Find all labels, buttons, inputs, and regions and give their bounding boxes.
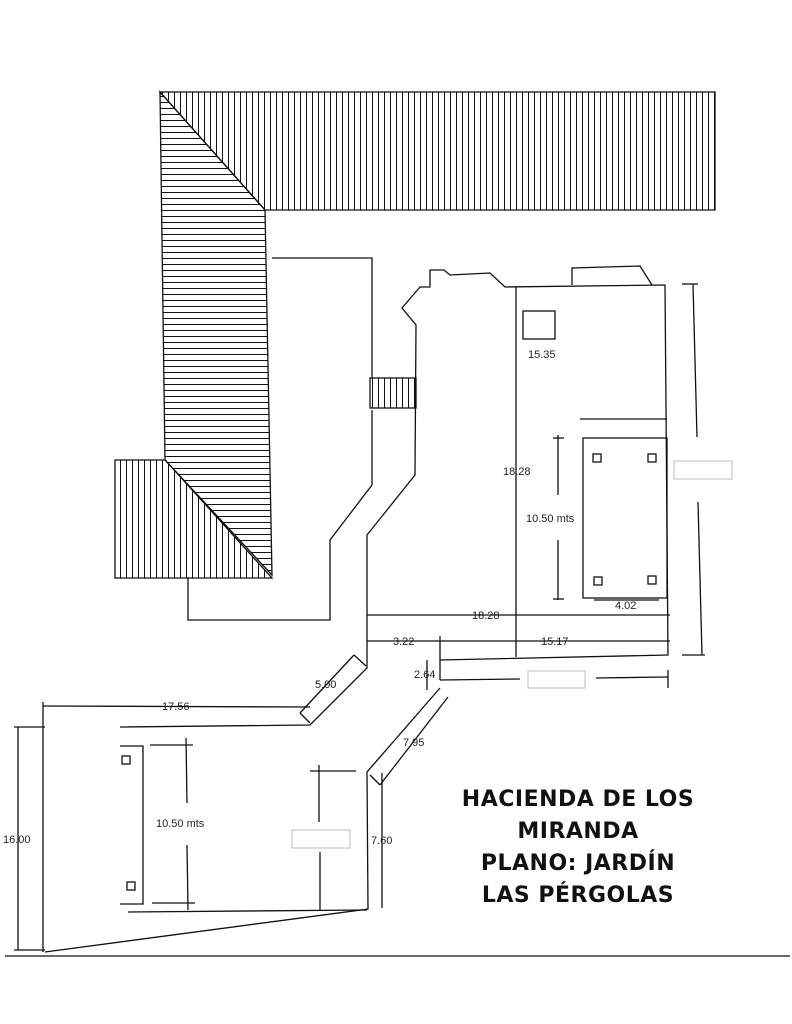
roof-west: [159, 90, 273, 577]
dim-step-height: 2.64: [414, 669, 435, 681]
dim-offset-left: 3.22: [393, 636, 414, 648]
dim-upper-pergola-width: 4.02: [615, 600, 636, 612]
pergola-lower: [120, 745, 144, 905]
corridor-wall: [272, 257, 373, 378]
stairs: [369, 377, 417, 409]
dim-upper-depth: 18.28: [503, 466, 531, 478]
dim-offset-right: 15.17: [541, 636, 569, 648]
title-line-2: PLANO: JARDÍN: [480, 851, 676, 876]
dim-lower-right-depth: 7.60: [371, 835, 392, 847]
dim-diag-left: 5.00: [315, 679, 336, 691]
roof-southwest: [114, 459, 274, 579]
plan-title: HACIENDA DE LOS MIRANDA PLANO: JARDÍN LA…: [398, 784, 758, 912]
dim-lower-depth: 16.00: [3, 834, 31, 846]
title-line-1: HACIENDA DE LOS MIRANDA: [461, 787, 695, 844]
dim-lower-width: 17.56: [162, 701, 190, 713]
dim-lower-pergola-length: 10.50 mts: [156, 818, 205, 830]
dim-upper-pergola-length: 10.50 mts: [526, 513, 575, 525]
dim-upper-width: 15.35: [528, 349, 556, 361]
dim-diag-right: 7.95: [403, 737, 424, 749]
dim-upper-total-width: 18.28: [472, 610, 500, 622]
pergola-upper: [582, 437, 668, 599]
title-line-3: LAS PÉRGOLAS: [481, 883, 675, 908]
